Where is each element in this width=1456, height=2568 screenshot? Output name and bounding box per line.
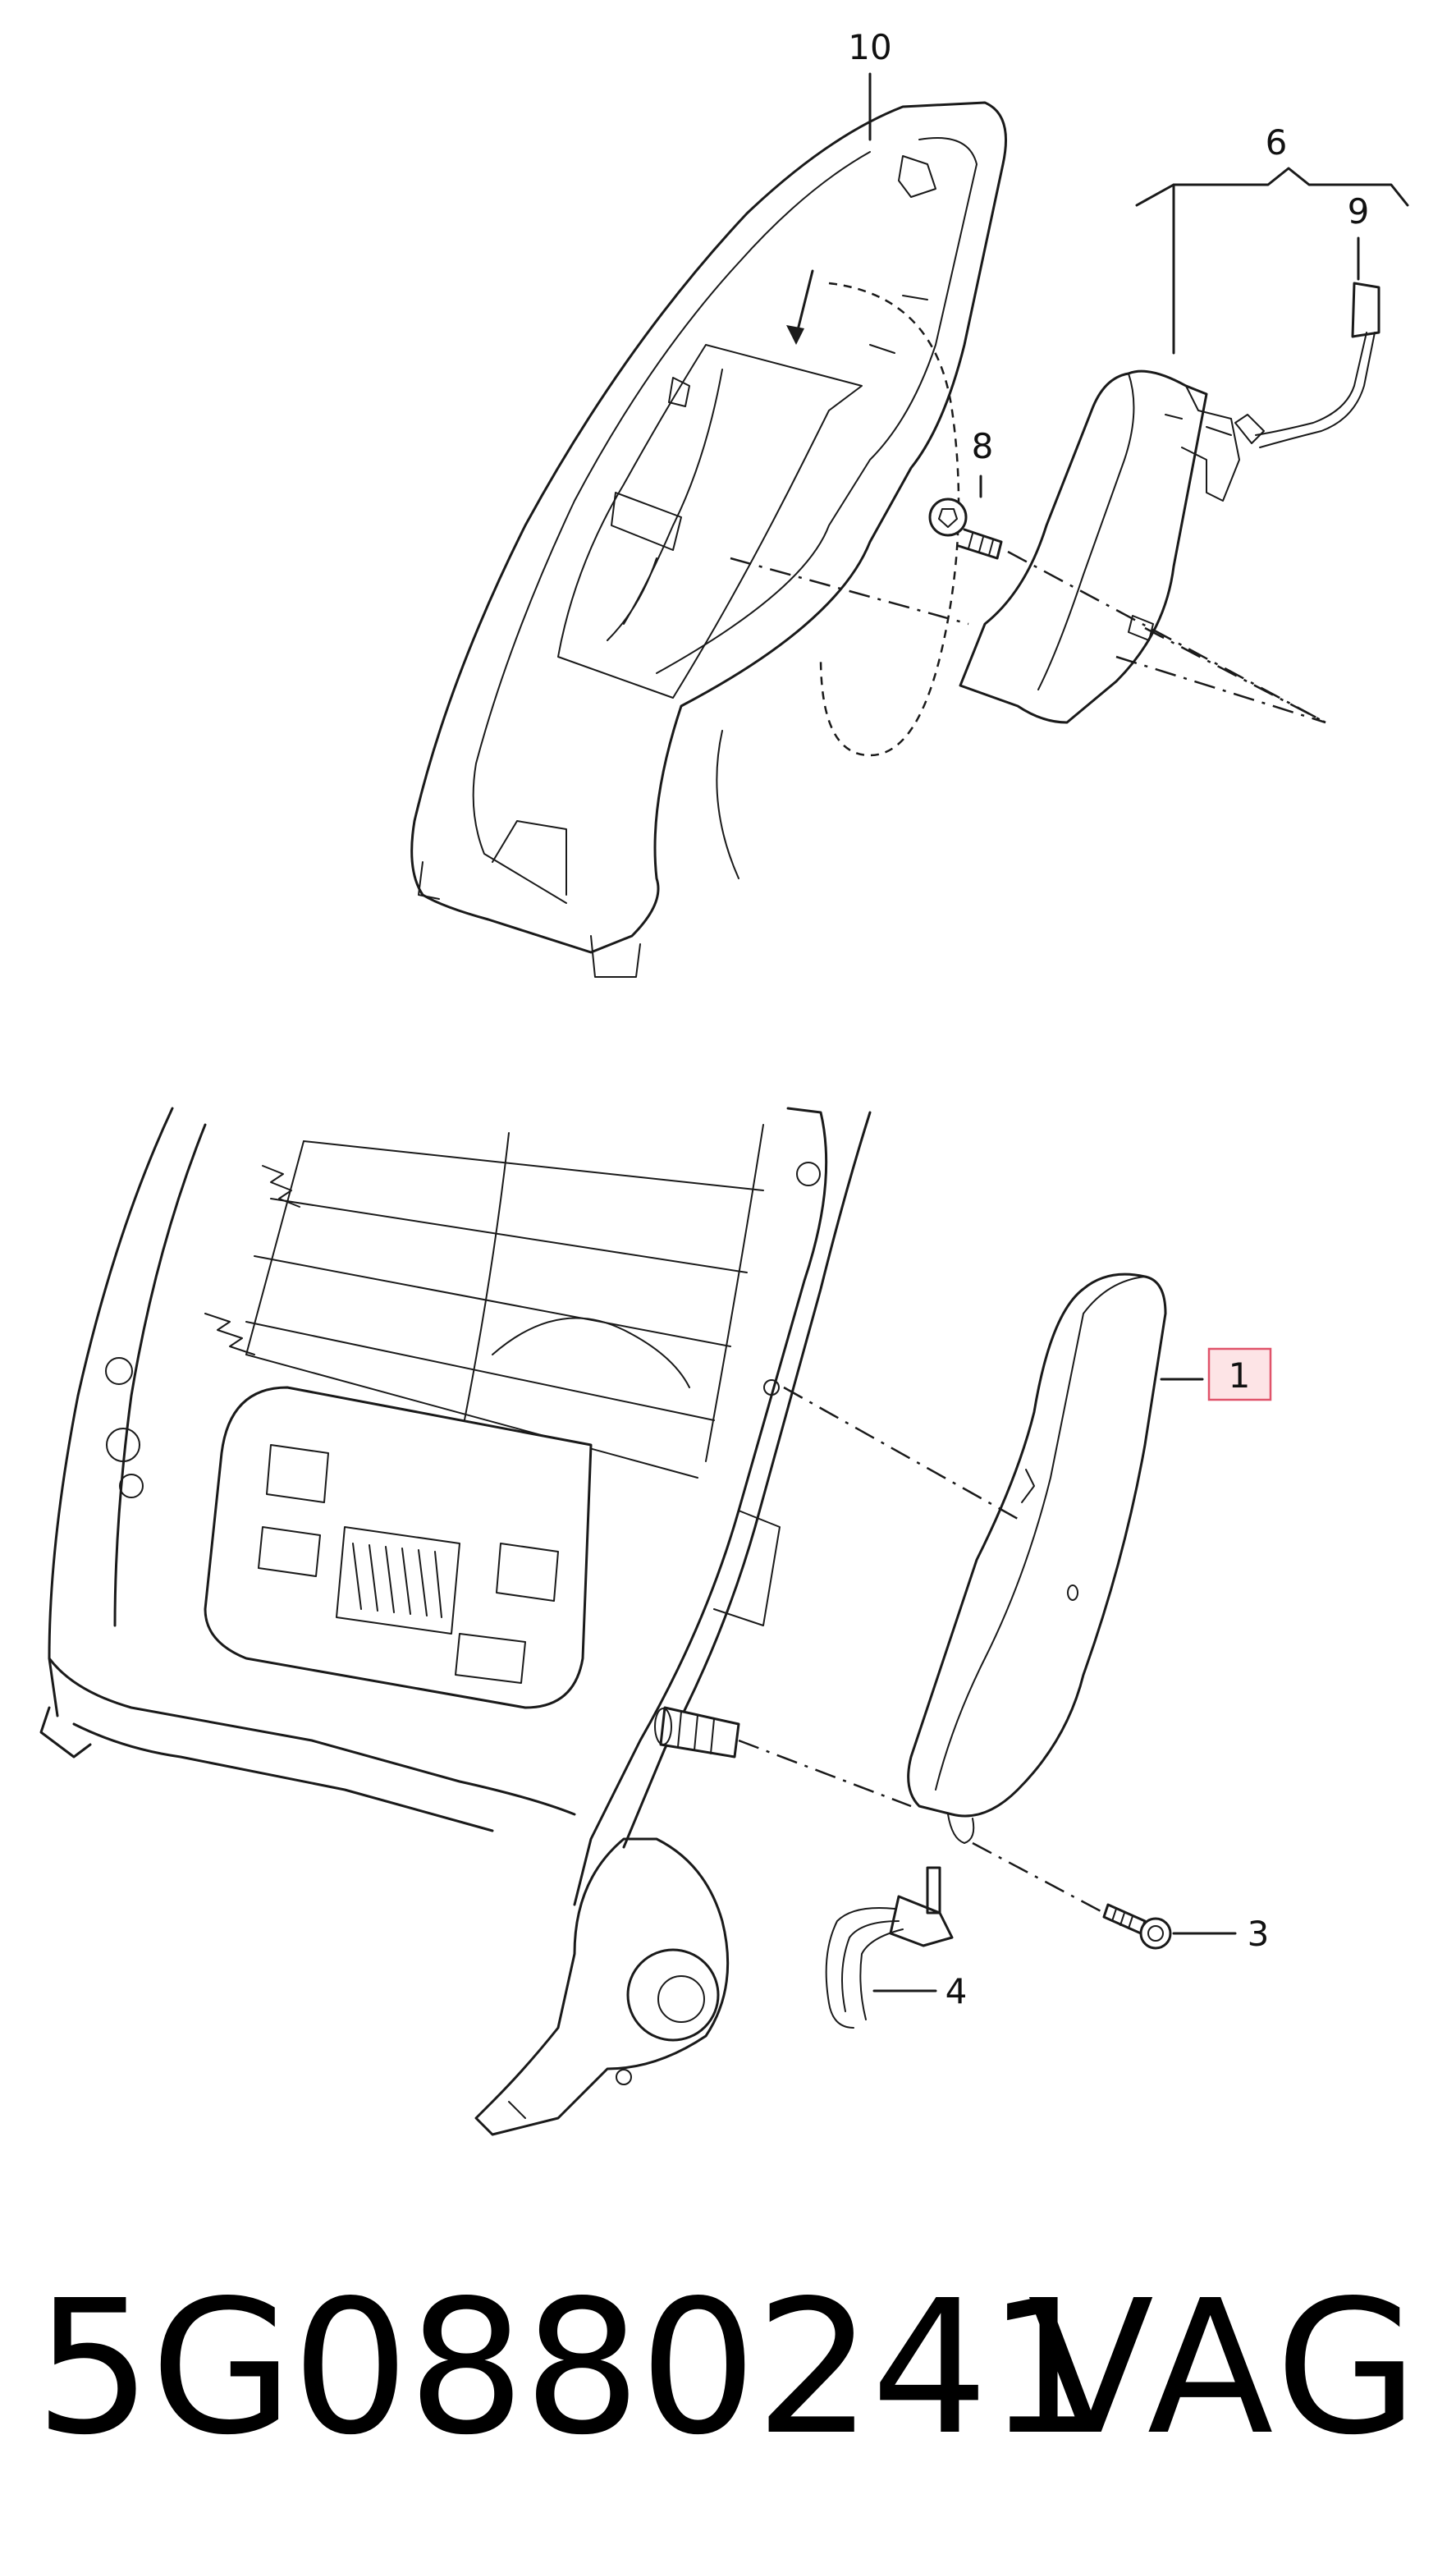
part-1-highlight-box	[1207, 1347, 1272, 1401]
side-airbag-module	[959, 369, 1240, 724]
callout-1: 1	[1229, 1355, 1251, 1396]
sensor-wiring-4	[825, 1866, 954, 2029]
torx-screw	[928, 498, 1003, 560]
callout-3: 3	[1248, 1914, 1270, 1954]
callout-9: 9	[1348, 191, 1370, 232]
callout-10: 10	[848, 27, 891, 67]
seat-back-trim-panel	[410, 101, 1007, 978]
mounting-arrow	[794, 269, 814, 338]
arrow-head-icon	[786, 325, 804, 345]
callout-6-bracket	[1135, 167, 1409, 355]
parts-diagram: 10 6 9 8 1 3 4	[39, 27, 1409, 2136]
callout-6: 6	[1266, 122, 1288, 163]
seat-frame	[39, 1107, 872, 2136]
callout-4: 4	[945, 1971, 968, 2011]
wiring-connector	[1234, 282, 1380, 448]
brand-label: VAG	[1028, 2261, 1423, 2476]
detail-outline	[819, 282, 960, 757]
footer: 5G0880241 VAG	[0, 2274, 1456, 2463]
mounting-bolt	[1102, 1903, 1172, 1950]
part-number: 5G0880241	[34, 2261, 1105, 2476]
side-airbag-part-1	[907, 1273, 1167, 1844]
assembly-lines-top	[730, 550, 1326, 724]
callout-8: 8	[972, 426, 994, 466]
assembly-lines-bottom	[738, 1386, 1105, 1915]
